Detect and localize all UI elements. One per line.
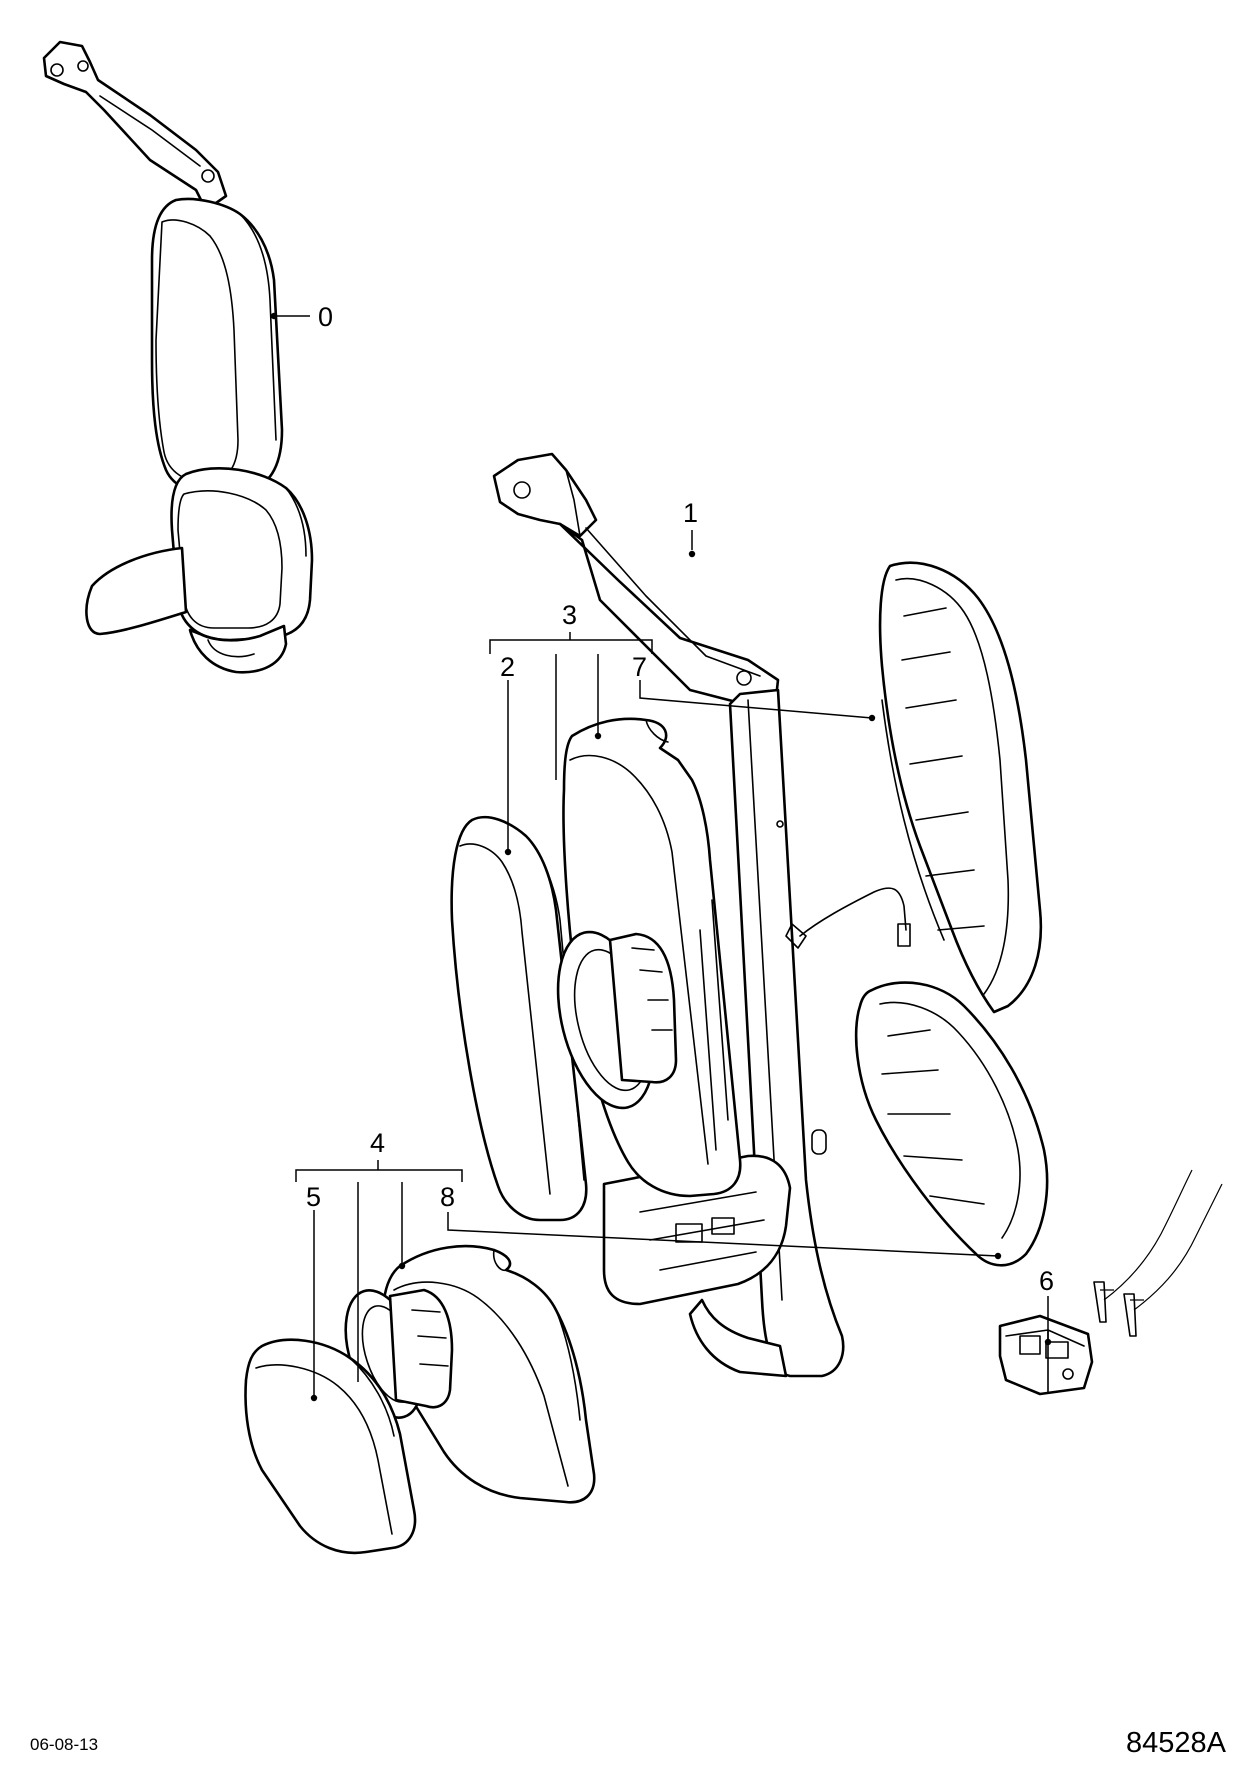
main-mirror-head-housing bbox=[556, 717, 742, 1198]
upper-mirror-cover bbox=[878, 561, 1043, 1014]
electrical-connector bbox=[998, 1169, 1223, 1396]
main-mirror-glass bbox=[450, 815, 588, 1222]
callout-3: 3 bbox=[562, 600, 577, 630]
callout-8: 8 bbox=[440, 1182, 455, 1212]
footer-date: 06-08-13 bbox=[30, 1735, 98, 1754]
callout-0: 0 bbox=[318, 302, 333, 332]
mirror-bracket-arm bbox=[492, 452, 911, 1378]
wide-angle-mirror-housing bbox=[344, 1244, 596, 1504]
callout-leaders bbox=[295, 632, 1052, 1402]
callout-5: 5 bbox=[306, 1182, 321, 1212]
callout-4: 4 bbox=[370, 1128, 385, 1158]
callout-6: 6 bbox=[1039, 1266, 1054, 1296]
mirror-assembly-complete bbox=[42, 40, 314, 674]
callout-1: 1 bbox=[683, 498, 698, 528]
drawing-number: 84528A bbox=[1126, 1727, 1227, 1759]
wide-angle-mirror-glass bbox=[244, 1338, 417, 1555]
callout-7: 7 bbox=[632, 652, 647, 682]
callout-2: 2 bbox=[500, 652, 515, 682]
lower-mirror-cover bbox=[854, 981, 1049, 1267]
